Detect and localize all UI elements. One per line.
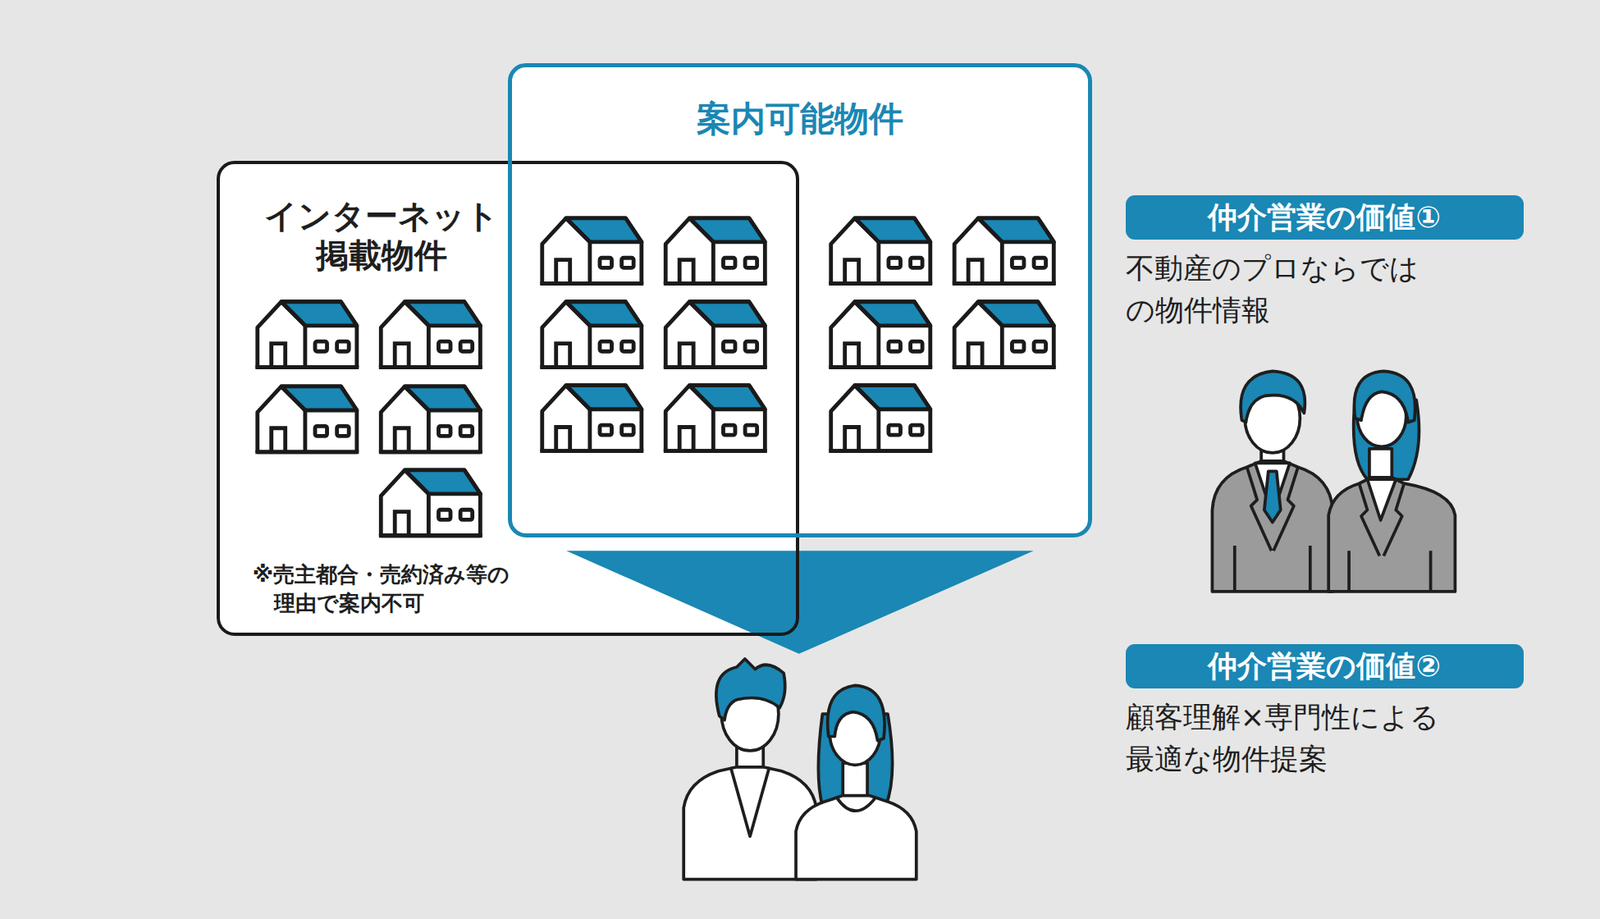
region-ground: [507, 63, 1092, 538]
customers-figure: [683, 658, 917, 880]
value-description: 不動産のプロならでは の物件情報: [1125, 247, 1434, 332]
region-heading: インターネット 掲載物件: [256, 196, 507, 275]
value-badge: 仲介営業の価値②: [1125, 644, 1524, 690]
note-text: ※売主都合・売約済み等の 理由で案内不可: [252, 560, 522, 618]
value-description: 顧客理解×専門性による 最適な物件提案: [1125, 696, 1465, 781]
region-box: 案内可能物件: [507, 63, 1092, 538]
badge-text: 仲介営業の価値②: [1125, 644, 1524, 690]
down-arrow: [566, 550, 1034, 654]
badge-text: 仲介営業の価値①: [1125, 195, 1524, 241]
agents-figure: [1211, 370, 1455, 592]
region-heading: 案内可能物件: [512, 98, 1088, 140]
value-badge: 仲介営業の価値①: [1125, 195, 1524, 241]
